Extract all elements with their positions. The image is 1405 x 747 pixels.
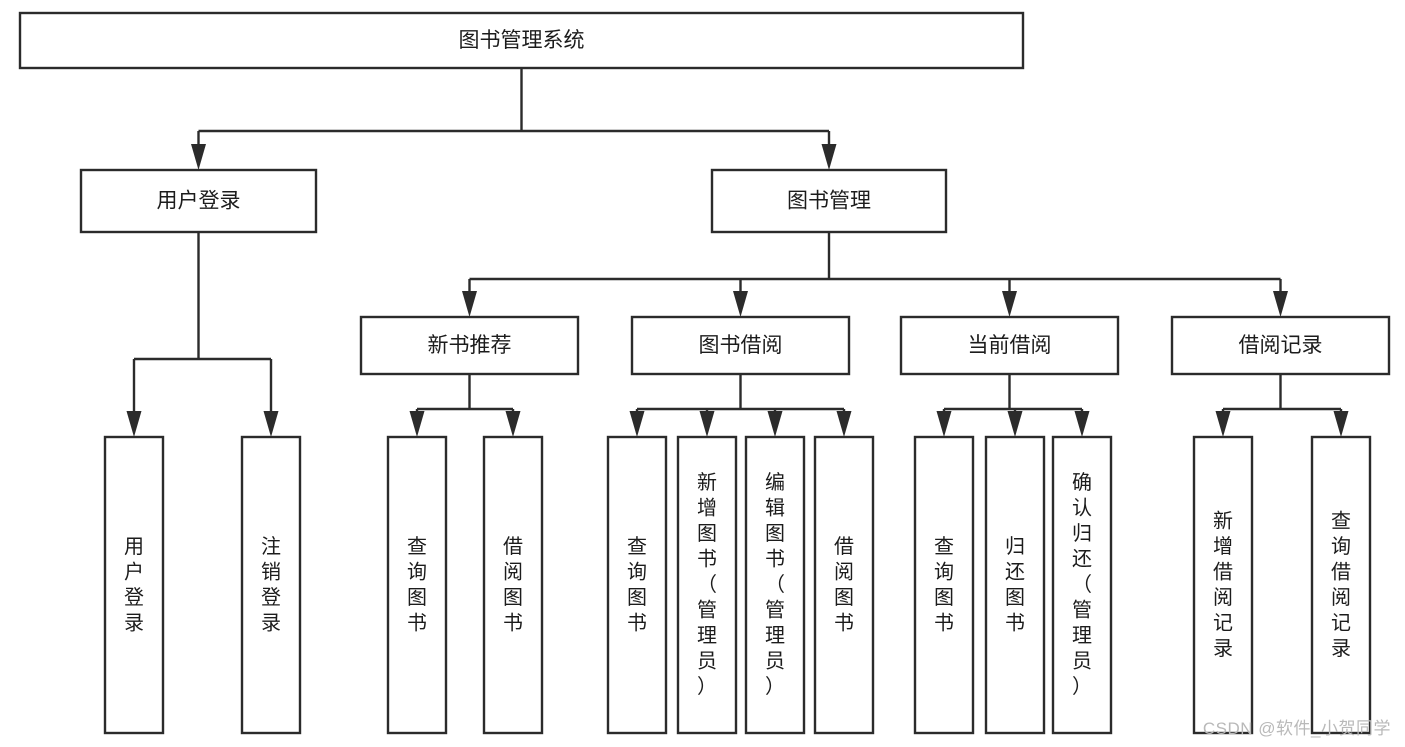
node-label: 图书管理 xyxy=(787,190,871,213)
node-label: 编辑图书（管理员） xyxy=(765,471,785,698)
edge-layer xyxy=(126,68,1349,437)
node-new-book-recommend[interactable]: 新书推荐 xyxy=(359,315,580,376)
node-leaf-query-record[interactable]: 查询借阅记录 xyxy=(1310,435,1372,735)
node-label: 新增借阅记录 xyxy=(1213,509,1233,660)
node-layer: 图书管理系统用户登录图书管理新书推荐图书借阅当前借阅借阅记录用户登录注销登录查询… xyxy=(18,11,1391,735)
node-box xyxy=(984,435,1046,735)
node-leaf-logout[interactable]: 注销登录 xyxy=(240,435,302,735)
node-leaf-borrow-book-1[interactable]: 借阅图书 xyxy=(482,435,544,735)
node-box xyxy=(630,315,851,376)
node-label: 借阅图书 xyxy=(834,535,854,635)
node-box xyxy=(79,168,318,234)
node-label: 查询借阅记录 xyxy=(1331,509,1351,660)
node-leaf-borrow-book-2[interactable]: 借阅图书 xyxy=(813,435,875,735)
node-box xyxy=(482,435,544,735)
node-box xyxy=(1310,435,1372,735)
node-label: 查询图书 xyxy=(627,535,647,635)
node-current-borrow[interactable]: 当前借阅 xyxy=(899,315,1120,376)
node-box xyxy=(813,435,875,735)
node-leaf-confirm-return[interactable]: 确认归还（管理员） xyxy=(1051,435,1113,735)
node-leaf-add-record[interactable]: 新增借阅记录 xyxy=(1192,435,1254,735)
node-label: 借阅图书 xyxy=(503,535,523,635)
node-leaf-query-book-3[interactable]: 查询图书 xyxy=(913,435,975,735)
node-box xyxy=(359,315,580,376)
node-label: 图书管理系统 xyxy=(459,29,585,52)
node-box xyxy=(18,11,1025,70)
node-box xyxy=(676,435,738,735)
node-label: 归还图书 xyxy=(1005,535,1025,635)
node-label: 当前借阅 xyxy=(968,334,1052,357)
node-leaf-edit-book[interactable]: 编辑图书（管理员） xyxy=(744,435,806,735)
node-label: 查询图书 xyxy=(934,535,954,635)
csdn-watermark: CSDN @软件_小贺同学 xyxy=(1202,719,1391,738)
node-box xyxy=(606,435,668,735)
node-box xyxy=(1051,435,1113,735)
node-leaf-user-login[interactable]: 用户登录 xyxy=(103,435,165,735)
node-box xyxy=(744,435,806,735)
node-borrow-record[interactable]: 借阅记录 xyxy=(1170,315,1391,376)
node-leaf-return-book[interactable]: 归还图书 xyxy=(984,435,1046,735)
node-label: 用户登录 xyxy=(157,190,241,213)
node-label: 确认归还（管理员） xyxy=(1072,471,1092,698)
node-user-login[interactable]: 用户登录 xyxy=(79,168,318,234)
node-label: 注销登录 xyxy=(261,535,281,635)
node-box xyxy=(1170,315,1391,376)
node-label: 用户登录 xyxy=(124,536,144,635)
node-book-borrow[interactable]: 图书借阅 xyxy=(630,315,851,376)
node-label: 查询图书 xyxy=(407,535,427,635)
node-leaf-query-book-1[interactable]: 查询图书 xyxy=(386,435,448,735)
node-root[interactable]: 图书管理系统 xyxy=(18,11,1025,70)
node-box xyxy=(240,435,302,735)
node-label: 图书借阅 xyxy=(699,334,783,357)
node-box xyxy=(913,435,975,735)
node-box xyxy=(1192,435,1254,735)
node-box xyxy=(710,168,948,234)
node-book-management[interactable]: 图书管理 xyxy=(710,168,948,234)
node-box xyxy=(103,435,165,735)
node-label: 新增图书（管理员） xyxy=(697,471,717,698)
node-box xyxy=(899,315,1120,376)
node-leaf-query-book-2[interactable]: 查询图书 xyxy=(606,435,668,735)
node-label: 新书推荐 xyxy=(428,334,512,357)
node-leaf-add-book[interactable]: 新增图书（管理员） xyxy=(676,435,738,735)
node-box xyxy=(386,435,448,735)
node-label: 借阅记录 xyxy=(1239,334,1323,357)
